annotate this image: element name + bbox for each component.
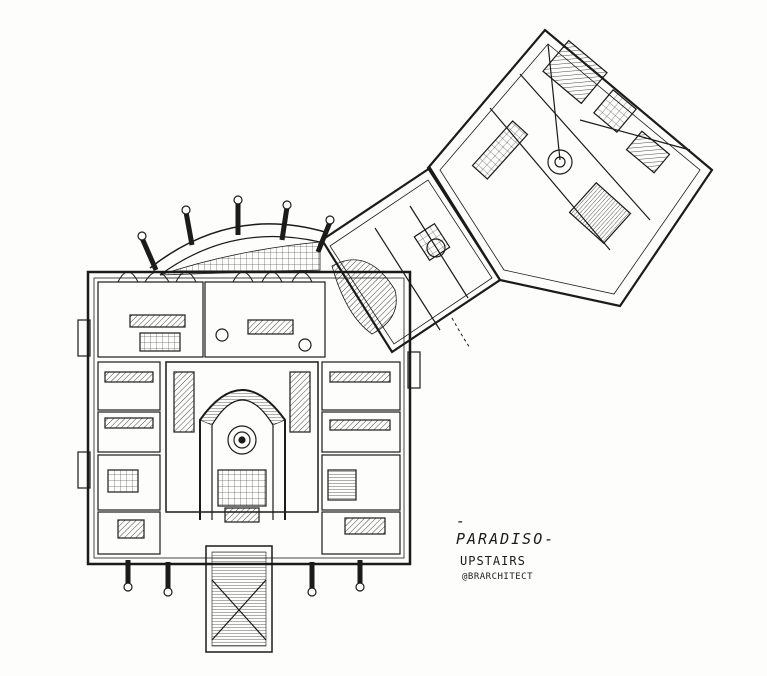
north-terrace: [137, 195, 335, 276]
library-wing: [426, 28, 714, 308]
drawing-subtitle: UPSTAIRS: [460, 554, 526, 568]
artist-handle: @BRARCHITECT: [462, 572, 534, 582]
caption-block: -PARADISO- UPSTAIRS @BRARCHITECT: [446, 512, 566, 582]
drawing-title: -PARADISO-: [456, 512, 556, 548]
entrance-porch: [123, 545, 365, 653]
connecting-wing: [320, 166, 502, 354]
main-building: [77, 270, 421, 566]
